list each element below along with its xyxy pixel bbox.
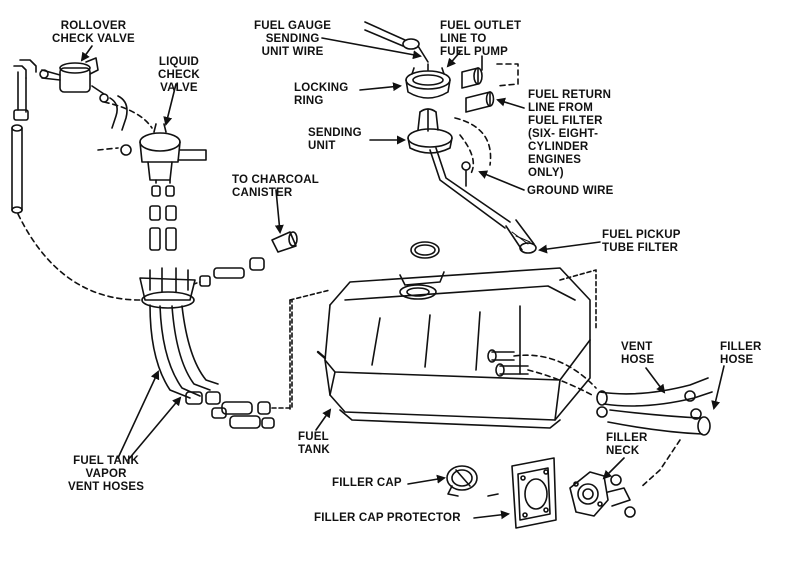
filler-neck-drawing bbox=[569, 471, 636, 518]
label-liquid-check-valve: LIQUID CHECK VALVE bbox=[158, 56, 200, 94]
outlet-return-lines-drawing bbox=[461, 55, 519, 113]
lower-vent-fittings-drawing bbox=[185, 299, 293, 429]
label-fuel-return-line: FUEL RETURN LINE FROM FUEL FILTER (SIX- … bbox=[528, 89, 612, 179]
gauge-wire-drawing bbox=[364, 21, 429, 63]
label-filler-cap: FILLER CAP bbox=[332, 477, 402, 489]
liquid-valve-drawing bbox=[97, 95, 207, 251]
o-ring-seal bbox=[410, 241, 440, 259]
filler-hoses-drawing bbox=[513, 354, 713, 489]
label-locking-ring: LOCKING RING bbox=[294, 82, 349, 107]
filler-cap-drawing bbox=[446, 465, 478, 497]
label-fuel-tank-vapor-vent-hoses: FUEL TANK VAPOR VENT HOSES bbox=[68, 455, 145, 493]
label-to-charcoal-canister: TO CHARCOAL CANISTER bbox=[232, 174, 319, 199]
filler-cap-protector-drawing bbox=[487, 457, 557, 529]
canister-connector-drawing bbox=[271, 231, 298, 253]
label-sending-unit: SENDING UNIT bbox=[308, 127, 362, 152]
label-filler-neck: FILLER NECK bbox=[606, 432, 648, 457]
label-fuel-gauge-sending-unit-wire: FUEL GAUGE SENDING UNIT WIRE bbox=[254, 20, 332, 58]
leader-arrows bbox=[80, 37, 725, 520]
label-fuel-tank: FUEL TANK bbox=[298, 431, 330, 456]
locking-ring-drawing bbox=[405, 63, 451, 99]
fuel-tank-drawing bbox=[289, 267, 597, 429]
label-filler-cap-protector: FILLER CAP PROTECTOR bbox=[314, 512, 461, 524]
label-ground-wire: GROUND WIRE bbox=[527, 185, 614, 197]
label-fuel-outlet-line: FUEL OUTLET LINE TO FUEL PUMP bbox=[440, 20, 522, 58]
label-fuel-pickup-tube-filter: FUEL PICKUP TUBE FILTER bbox=[602, 229, 681, 254]
label-vent-hose: VENT HOSE bbox=[621, 341, 655, 366]
label-rollover-check-valve: ROLLOVER CHECK VALVE bbox=[52, 20, 135, 45]
vent-hose-bundle-drawing bbox=[17, 213, 265, 399]
pickup-filter-drawing bbox=[505, 219, 537, 254]
rollover-valve-drawing bbox=[11, 57, 109, 214]
sending-unit-drawing bbox=[407, 108, 511, 229]
label-filler-hose: FILLER HOSE bbox=[720, 341, 762, 366]
